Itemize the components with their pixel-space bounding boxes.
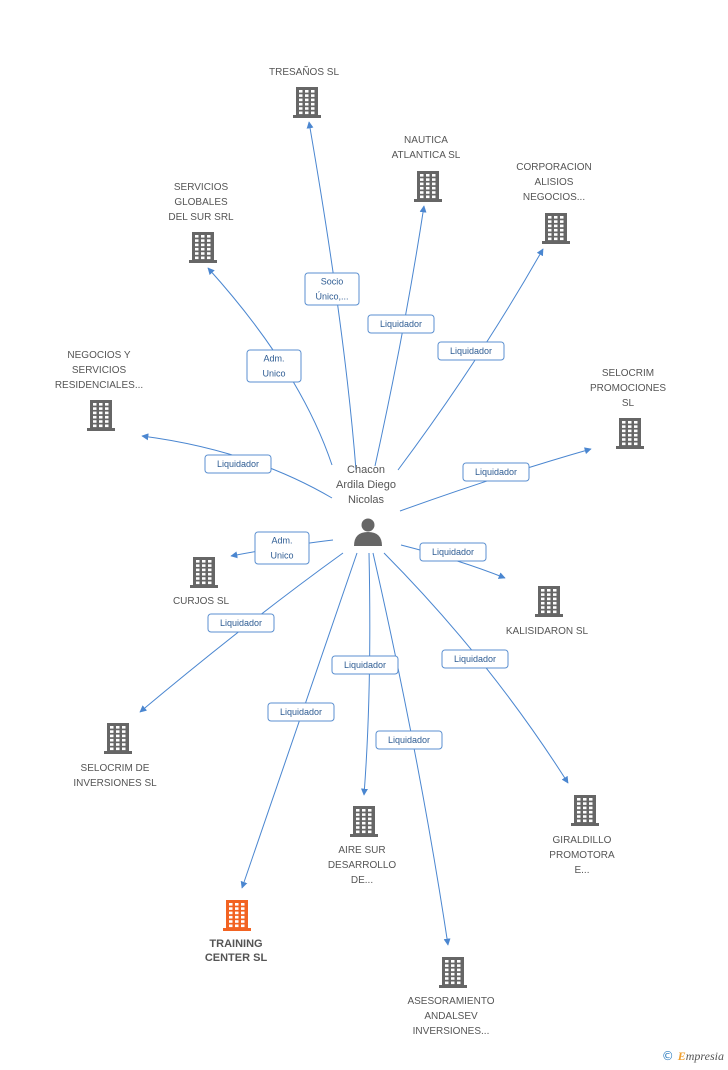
company-node-aire-sur[interactable]: AIRE SUR DESARROLLO DE... — [328, 806, 397, 886]
company-name-line[interactable]: NEGOCIOS Y — [67, 350, 130, 361]
brand-name: mpresia — [685, 1049, 724, 1063]
edge-role-label: Liquidador — [441, 649, 509, 669]
company-name-line[interactable]: GIRALDILLO — [553, 835, 612, 846]
company-node-giraldillo[interactable]: GIRALDILLO PROMOTORA E... — [549, 795, 615, 876]
company-node-corporacion[interactable]: CORPORACION ALISIOS NEGOCIOS... — [516, 162, 592, 244]
company-name-line[interactable]: GLOBALES — [174, 197, 228, 208]
company-node-kalisidaron[interactable]: KALISIDARON SL — [506, 586, 589, 637]
edge-role-label: Liquidador — [267, 702, 335, 722]
edge-role-label: Liquidador — [462, 462, 530, 482]
edge-role-label: Liquidador — [419, 542, 487, 562]
building-icon[interactable] — [414, 171, 442, 202]
building-icon[interactable] — [616, 418, 644, 449]
company-name-line[interactable]: E... — [574, 865, 589, 876]
company-name-line[interactable]: NAUTICA — [404, 135, 448, 146]
edge-role-text: Unico — [270, 551, 293, 561]
company-node-negocios[interactable]: NEGOCIOS Y SERVICIOS RESIDENCIALES... — [55, 350, 143, 431]
company-name-line[interactable]: DESARROLLO — [328, 860, 397, 871]
company-name-line[interactable]: CURJOS SL — [173, 596, 230, 607]
edge-role-text: Liquidador — [217, 459, 259, 469]
company-name-line[interactable]: KALISIDARON SL — [506, 626, 589, 637]
company-node-selocrim-inv[interactable]: SELOCRIM DE INVERSIONES SL — [73, 723, 157, 789]
company-name-line[interactable]: SELOCRIM DE — [81, 763, 150, 774]
copyright-symbol: © — [661, 1049, 674, 1063]
building-icon[interactable] — [189, 232, 217, 263]
building-icon[interactable] — [190, 557, 218, 588]
company-name-line[interactable]: DE... — [351, 875, 373, 886]
company-name-line[interactable]: CORPORACION — [516, 162, 592, 173]
company-name-line[interactable]: INVERSIONES SL — [73, 778, 157, 789]
company-node-selocrim-promo[interactable]: SELOCRIM PROMOCIONES SL — [590, 368, 666, 449]
edge-role-text: Liquidador — [220, 618, 262, 628]
edge-role-text: Unico — [262, 369, 285, 379]
building-icon[interactable] — [104, 723, 132, 754]
building-icon[interactable] — [350, 806, 378, 837]
company-name-line[interactable]: AIRE SUR — [338, 845, 385, 856]
edge-role-label: Adm. Unico — [246, 349, 302, 383]
company-name-line[interactable]: PROMOCIONES — [590, 383, 666, 394]
edge-role-text: Liquidador — [432, 547, 474, 557]
edge-role-text: Liquidador — [475, 467, 517, 477]
edge-role-text: Liquidador — [388, 735, 430, 745]
company-node-training[interactable]: TRAINING CENTER SL — [205, 900, 268, 964]
person-name-line[interactable]: Chacon — [347, 464, 385, 476]
edge-role-label: Liquidador — [367, 314, 435, 334]
company-name-line[interactable]: SL — [622, 398, 635, 409]
company-name-line[interactable]: ANDALSEV — [424, 1011, 478, 1022]
edge-role-label: Liquidador — [204, 454, 272, 474]
edge-role-text: Socio — [321, 277, 344, 287]
building-icon[interactable] — [87, 400, 115, 431]
company-name-line[interactable]: TRAINING — [209, 938, 262, 950]
footer-credit: ©Empresia — [662, 1049, 724, 1064]
company-name-line[interactable]: ALISIOS — [535, 177, 574, 188]
edge-role-text: Liquidador — [380, 319, 422, 329]
company-node-asesoramiento[interactable]: ASESORAMIENTO ANDALSEV INVERSIONES... — [407, 957, 495, 1037]
edge-role-text: Adm. — [271, 536, 292, 546]
company-name-line[interactable]: NEGOCIOS... — [523, 192, 585, 203]
building-icon[interactable] — [293, 87, 321, 118]
edge-role-text: Liquidador — [450, 346, 492, 356]
brand-initial: E — [677, 1049, 686, 1063]
building-icon[interactable] — [571, 795, 599, 826]
edge-asesoramiento — [372, 552, 451, 946]
edge-role-text: Único,... — [315, 292, 348, 302]
company-node-nautica[interactable]: NAUTICA ATLANTICA SL — [392, 135, 461, 202]
company-name-line[interactable]: ATLANTICA SL — [392, 150, 461, 161]
edge-role-label: Liquidador — [437, 341, 505, 361]
edge-role-text: Adm. — [263, 354, 284, 364]
building-icon[interactable] — [439, 957, 467, 988]
edge-tresanos — [306, 121, 357, 471]
person-name-line[interactable]: Ardila Diego — [336, 479, 396, 491]
edge-role-label: Liquidador — [207, 613, 275, 633]
edge-nautica — [374, 205, 427, 467]
edge-aire-sur — [360, 552, 371, 796]
company-name-line[interactable]: TRESAÑOS SL — [269, 65, 339, 78]
company-name-line[interactable]: RESIDENCIALES... — [55, 380, 143, 391]
company-node-curjos[interactable]: CURJOS SL — [173, 557, 230, 607]
building-icon[interactable] — [542, 213, 570, 244]
company-name-line[interactable]: SERVICIOS — [72, 365, 127, 376]
company-name-line[interactable]: PROMOTORA — [549, 850, 615, 861]
company-node-tresanos[interactable]: TRESAÑOS SL — [269, 65, 339, 118]
company-name-line[interactable]: ASESORAMIENTO — [407, 996, 494, 1007]
person-icon — [354, 518, 382, 546]
edge-role-label: Liquidador — [331, 655, 399, 675]
company-node-servicios[interactable]: SERVICIOS GLOBALES DEL SUR SRL — [168, 182, 234, 263]
company-name-line[interactable]: CENTER SL — [205, 952, 268, 964]
company-name-line[interactable]: INVERSIONES... — [413, 1026, 490, 1037]
edge-role-text: Liquidador — [454, 654, 496, 664]
building-icon[interactable] — [223, 900, 251, 931]
person-name-line[interactable]: Nicolas — [348, 494, 385, 506]
company-name-line[interactable]: DEL SUR SRL — [168, 212, 234, 223]
edge-role-text: Liquidador — [344, 660, 386, 670]
company-name-line[interactable]: SELOCRIM — [602, 368, 654, 379]
building-icon[interactable] — [535, 586, 563, 617]
edge-role-label: SocioÚnico,... — [304, 272, 360, 306]
edge-role-label: Liquidador — [375, 730, 443, 750]
company-name-line[interactable]: SERVICIOS — [174, 182, 229, 193]
edge-role-text: Liquidador — [280, 707, 322, 717]
edge-role-label: Adm. Unico — [254, 531, 310, 565]
